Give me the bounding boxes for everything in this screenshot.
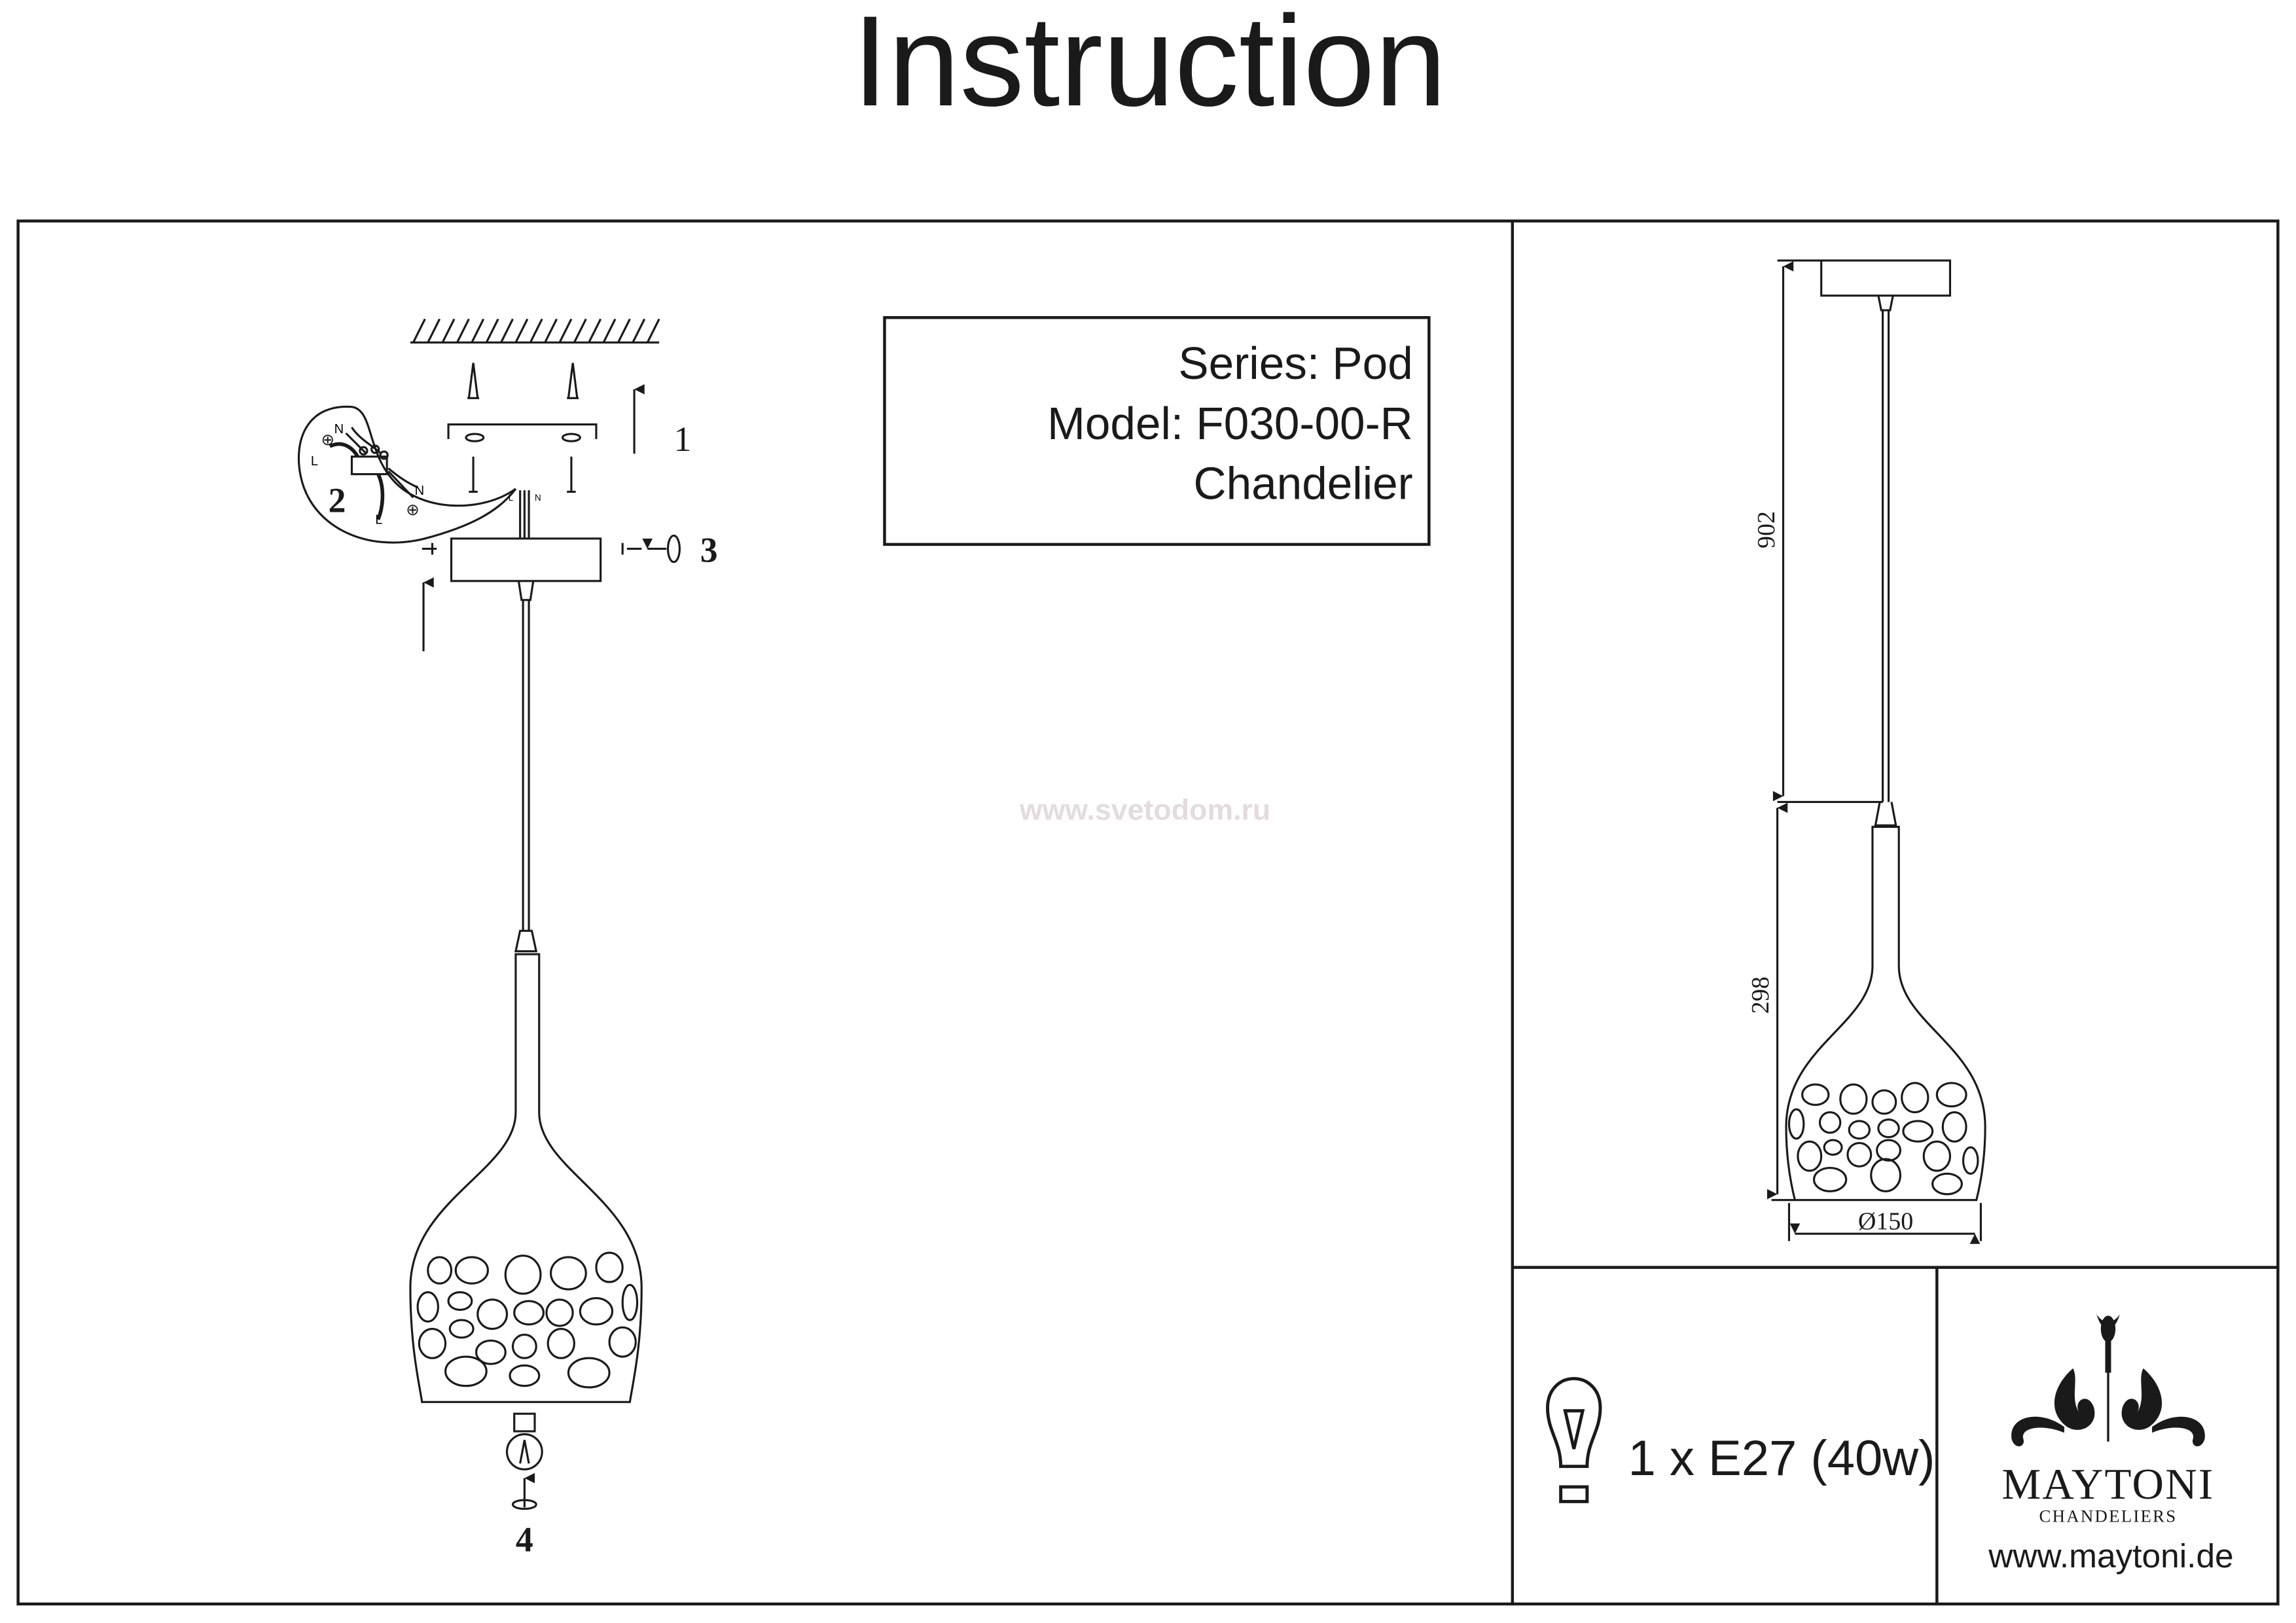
type-label: Chandelier xyxy=(1194,458,1413,509)
dim-diameter: Ø150 xyxy=(1858,1207,1913,1235)
step-2-label: 2 xyxy=(329,481,346,520)
brand-name: MAYTONI xyxy=(2001,1459,2214,1508)
wire-label-l: L xyxy=(375,513,382,527)
wire-label-l: L xyxy=(509,493,514,503)
glass-shade xyxy=(1785,825,1986,1202)
earth-icon: ⊕ xyxy=(321,431,335,449)
model-label: Model: F030-00-R xyxy=(1047,398,1413,449)
assembly-diagram: 1 ⊕ ⊕ N L N L 2 L N 3 xyxy=(297,318,718,1559)
shade-pattern xyxy=(1787,1082,1979,1196)
maytoni-logo-icon xyxy=(2011,1314,2205,1447)
outer-frame xyxy=(16,219,2280,1606)
cord xyxy=(522,599,530,931)
brand-tagline: CHANDELIERS xyxy=(2039,1507,2178,1526)
page-title: Instruction xyxy=(852,0,1446,133)
bulb-spec-text: 1 x E27 (40w) xyxy=(1628,1431,1935,1486)
mounting-bracket xyxy=(447,423,598,439)
shade-pattern xyxy=(416,1251,639,1389)
glass-shade xyxy=(409,953,643,1403)
info-box: Series: Pod Model: F030-00-R Chandelier xyxy=(883,316,1431,546)
series-label: Series: Pod xyxy=(1178,338,1412,389)
screw-icon xyxy=(469,456,576,493)
terminal-block-icon xyxy=(329,427,418,520)
wiring-callout-bubble xyxy=(297,406,517,544)
watermark: www.svetodom.ru xyxy=(1019,794,1270,826)
brand-block: MAYTONI CHANDELIERS www.maytoni.de xyxy=(1988,1314,2234,1575)
dim-cord-length: 902 xyxy=(1753,511,1780,548)
bulb-spec: 1 x E27 (40w) xyxy=(1546,1377,1935,1503)
wire-label-n: N xyxy=(535,493,541,503)
ceiling-hatch xyxy=(410,318,660,344)
wire-label-n: N xyxy=(334,422,344,437)
step-3-label: 3 xyxy=(700,531,718,570)
earth-icon: ⊕ xyxy=(406,501,420,519)
brand-website-link[interactable]: www.maytoni.de xyxy=(1988,1537,2233,1575)
wire-label-n: N xyxy=(415,484,425,498)
dim-shade-height: 298 xyxy=(1747,976,1774,1014)
step-1-label: 1 xyxy=(673,419,691,459)
wall-plug-icon xyxy=(467,363,579,399)
bulb-icon xyxy=(505,1412,543,1471)
canopy xyxy=(1820,259,1952,297)
dimension-diagram: 902 298 Ø150 xyxy=(1747,259,1986,1244)
canopy xyxy=(450,537,602,582)
cord xyxy=(1882,310,1890,802)
light-bulb-icon xyxy=(1546,1377,1602,1503)
step-4-label: 4 xyxy=(516,1520,533,1559)
wire-label-l: L xyxy=(311,454,318,469)
